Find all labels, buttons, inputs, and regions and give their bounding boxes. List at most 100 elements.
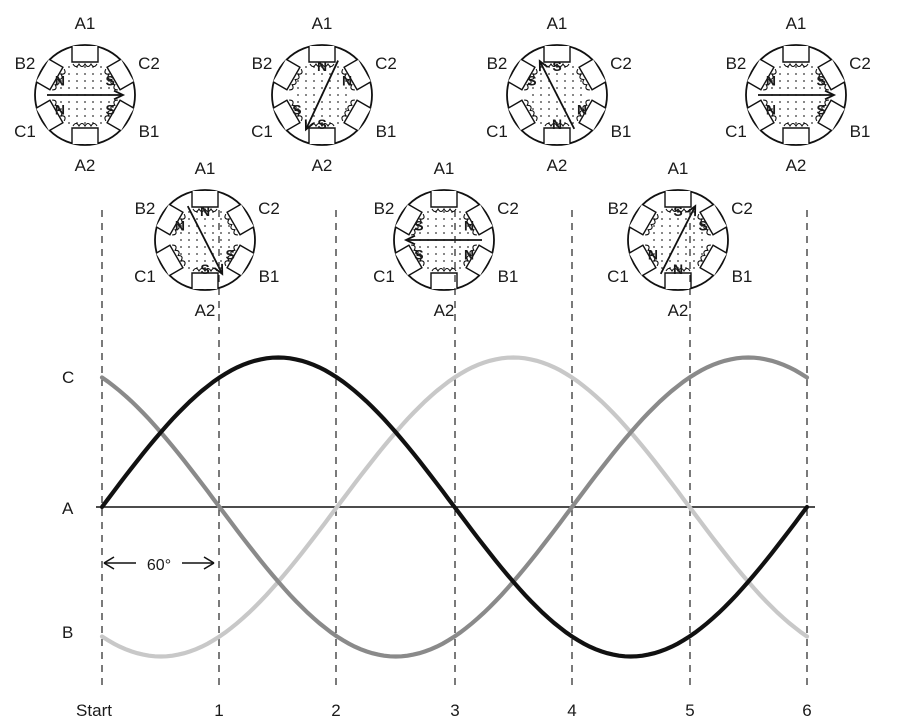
coil-label: A2 bbox=[75, 156, 96, 175]
coil-label: B1 bbox=[850, 122, 871, 141]
field-dot bbox=[196, 239, 198, 241]
field-dot bbox=[443, 232, 445, 234]
field-dot bbox=[677, 253, 679, 255]
field-dot bbox=[540, 122, 542, 124]
field-dot bbox=[68, 115, 70, 117]
field-dot bbox=[677, 267, 679, 269]
field-dot bbox=[548, 87, 550, 89]
field-dot bbox=[677, 218, 679, 220]
pole-shoe bbox=[697, 203, 728, 236]
pole-shoe bbox=[104, 58, 135, 91]
x-tick-label: 5 bbox=[685, 701, 694, 720]
field-dot bbox=[68, 87, 70, 89]
pole-shoe bbox=[543, 122, 571, 144]
field-dot bbox=[467, 246, 469, 248]
field-dot bbox=[220, 253, 222, 255]
coil-label: C1 bbox=[251, 122, 273, 141]
field-dot bbox=[297, 80, 299, 82]
field-dot bbox=[435, 225, 437, 227]
field-dot bbox=[212, 260, 214, 262]
field-dot bbox=[548, 94, 550, 96]
coil-label: B1 bbox=[259, 267, 280, 286]
field-dot bbox=[337, 73, 339, 75]
field-dot bbox=[337, 122, 339, 124]
field-dot bbox=[220, 225, 222, 227]
pole-shoe bbox=[782, 122, 810, 144]
field-dot bbox=[337, 115, 339, 117]
field-dot bbox=[84, 66, 86, 68]
field-dot bbox=[313, 101, 315, 103]
field-dot bbox=[661, 267, 663, 269]
field-dot bbox=[204, 246, 206, 248]
field-dot bbox=[467, 225, 469, 227]
field-dot bbox=[556, 87, 558, 89]
field-dot bbox=[180, 246, 182, 248]
field-dot bbox=[204, 253, 206, 255]
field-dot bbox=[329, 73, 331, 75]
field-dot bbox=[313, 73, 315, 75]
field-dot bbox=[337, 87, 339, 89]
field-dot bbox=[427, 218, 429, 220]
field-dot bbox=[819, 108, 821, 110]
pole-shoe bbox=[507, 58, 538, 91]
field-dot bbox=[435, 218, 437, 220]
field-dot bbox=[100, 122, 102, 124]
field-dot bbox=[693, 239, 695, 241]
coil-label: C1 bbox=[14, 122, 36, 141]
field-dot bbox=[459, 246, 461, 248]
field-dot bbox=[795, 80, 797, 82]
field-dot bbox=[212, 232, 214, 234]
field-dot bbox=[435, 260, 437, 262]
field-dot bbox=[220, 246, 222, 248]
field-dot bbox=[779, 101, 781, 103]
field-dot bbox=[220, 260, 222, 262]
field-dot bbox=[321, 101, 323, 103]
field-dot bbox=[60, 101, 62, 103]
field-dot bbox=[228, 225, 230, 227]
field-dot bbox=[204, 225, 206, 227]
x-tick-label: 4 bbox=[567, 701, 576, 720]
field-dot bbox=[795, 108, 797, 110]
field-dot bbox=[459, 232, 461, 234]
pole-letter: S bbox=[105, 73, 114, 89]
field-dot bbox=[84, 80, 86, 82]
field-dot bbox=[787, 101, 789, 103]
field-dot bbox=[701, 246, 703, 248]
field-dot bbox=[220, 239, 222, 241]
field-dot bbox=[669, 232, 671, 234]
field-dot bbox=[427, 225, 429, 227]
field-dot bbox=[108, 87, 110, 89]
field-dot bbox=[204, 267, 206, 269]
field-dot bbox=[419, 225, 421, 227]
flux-arrowhead bbox=[304, 119, 315, 132]
flux-arrow bbox=[305, 60, 339, 130]
field-dot bbox=[212, 246, 214, 248]
pole-shoe bbox=[815, 58, 846, 91]
series-a-line bbox=[99, 355, 810, 659]
pole-shoe bbox=[463, 203, 494, 236]
pole-letter: S bbox=[816, 73, 825, 89]
pole-shoe bbox=[191, 191, 219, 213]
coil-label: B2 bbox=[487, 54, 508, 73]
field-dot bbox=[653, 246, 655, 248]
field-dot bbox=[693, 260, 695, 262]
field-dot bbox=[779, 115, 781, 117]
pole-letter: S bbox=[816, 102, 825, 118]
field-dot bbox=[321, 115, 323, 117]
field-dot bbox=[540, 108, 542, 110]
field-dot bbox=[196, 218, 198, 220]
field-dot bbox=[693, 225, 695, 227]
pole-shoe bbox=[191, 267, 219, 289]
field-dot bbox=[459, 211, 461, 213]
field-dot bbox=[556, 115, 558, 117]
field-dot bbox=[572, 80, 574, 82]
pole-letter: S bbox=[414, 247, 423, 263]
field-dot bbox=[540, 87, 542, 89]
field-dot bbox=[337, 94, 339, 96]
field-dot bbox=[451, 225, 453, 227]
field-dot bbox=[188, 246, 190, 248]
pole-letter: N bbox=[55, 102, 65, 118]
